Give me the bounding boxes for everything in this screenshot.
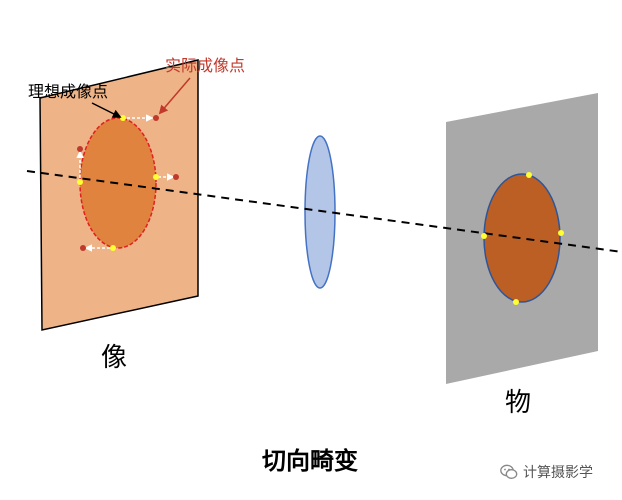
actual-point-left bbox=[77, 146, 83, 152]
watermark-text: 计算摄影学 bbox=[523, 465, 593, 481]
actual-point-right bbox=[173, 174, 179, 180]
object-plane-label: 物 bbox=[505, 388, 532, 418]
actual-label-arrow bbox=[158, 77, 191, 115]
ideal-label-arrow bbox=[91, 102, 122, 118]
actual-point-label: 实际成像点 bbox=[165, 56, 246, 75]
object-point-bottom bbox=[513, 299, 519, 305]
object-point-left bbox=[481, 233, 487, 239]
ideal-point-right bbox=[153, 174, 159, 180]
image-plane-label: 像 bbox=[101, 343, 128, 373]
ideal-point-label: 理想成像点 bbox=[28, 82, 109, 101]
ideal-point-left bbox=[77, 179, 83, 185]
actual-point-bottom bbox=[80, 245, 86, 251]
object-point-top bbox=[526, 172, 532, 178]
watermark: 计算摄影学 bbox=[500, 462, 593, 482]
ideal-point-top bbox=[120, 115, 126, 121]
wechat-icon bbox=[500, 464, 518, 479]
object-point-right bbox=[558, 230, 564, 236]
diagram-title: 切向畸变 bbox=[262, 447, 358, 475]
object-ellipse bbox=[483, 173, 561, 303]
optical-axis bbox=[26, 170, 622, 253]
actual-point-top bbox=[153, 115, 159, 121]
lens bbox=[304, 135, 336, 289]
ideal-point-bottom bbox=[110, 245, 116, 251]
